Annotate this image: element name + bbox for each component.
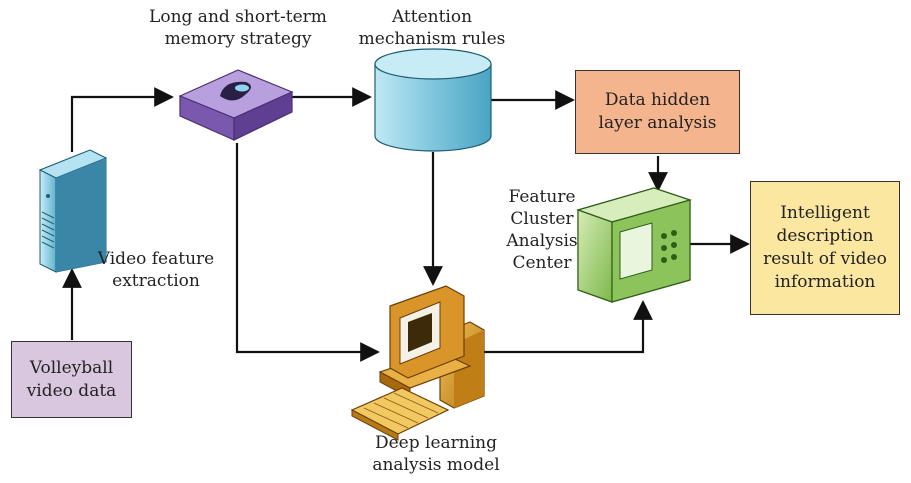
volleyball-video-data-box: Volleyball video data <box>11 341 132 418</box>
analyzer-icon <box>576 187 693 303</box>
computer-icon <box>350 285 485 441</box>
memory-device-icon <box>178 69 294 141</box>
data-hidden-layer-box: Data hidden layer analysis <box>575 70 740 154</box>
arrow-lstm-to-computer <box>235 143 380 362</box>
attention-label: Attention mechanism rules <box>358 7 506 49</box>
video-feature-label: Video feature extraction <box>97 249 215 291</box>
arrow-server-to-lstm <box>70 87 174 152</box>
deep-learning-label: Deep learning analysis model <box>372 433 500 475</box>
server-icon <box>38 149 108 273</box>
arrow-computer-to-instrument <box>484 300 653 354</box>
volleyball-video-data-label: Volleyball video data <box>26 357 117 401</box>
intelligent-description-label: Intelligent description result of video … <box>763 203 887 292</box>
feature-cluster-label: Feature Cluster Analysis Center <box>506 187 578 273</box>
database-icon <box>374 48 492 152</box>
connectors <box>62 87 750 362</box>
lstm-label: Long and short-term memory strategy <box>149 7 327 49</box>
data-hidden-layer-label: Data hidden layer analysis <box>598 90 717 133</box>
intelligent-description-box: Intelligent description result of video … <box>750 181 900 315</box>
